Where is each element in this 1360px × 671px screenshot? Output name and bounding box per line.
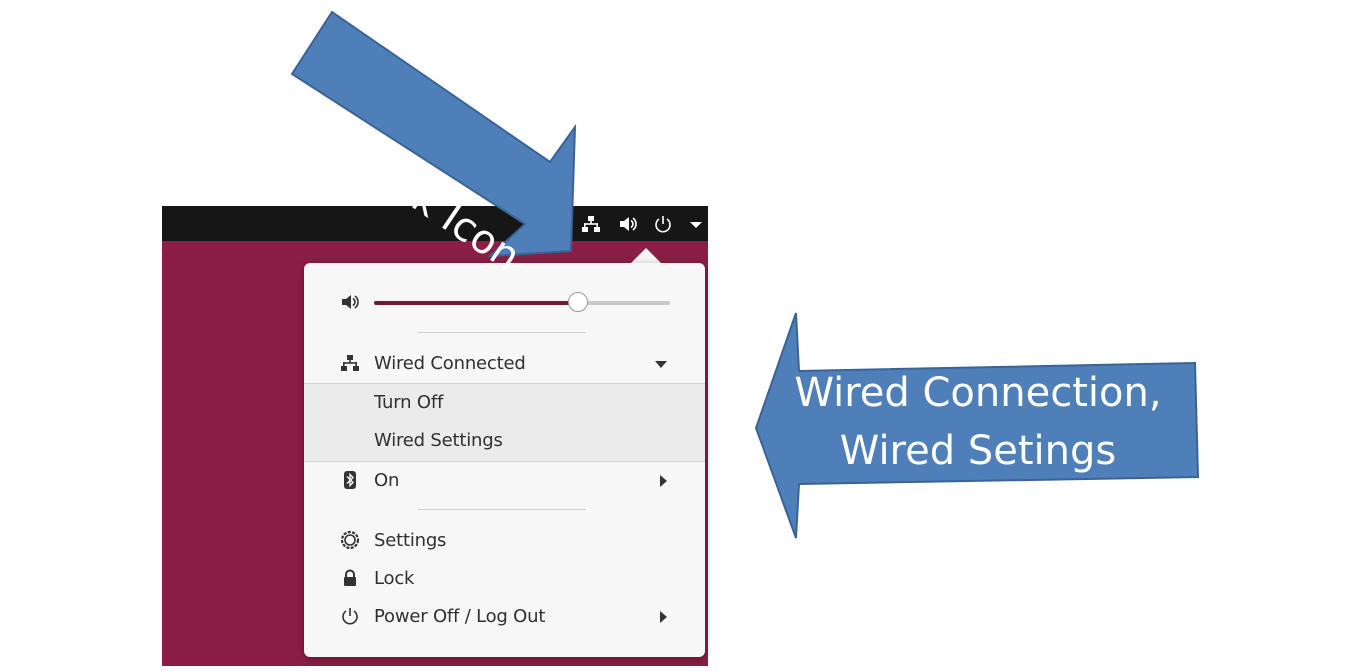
wired-connected-label: Wired Connected [374,353,526,374]
network-wired-icon[interactable] [581,214,601,234]
bluetooth-row[interactable]: On [304,461,705,499]
menu-notch [630,248,662,264]
chevron-right-icon [660,475,667,487]
power-icon[interactable] [653,214,673,234]
volume-slider-knob[interactable] [568,292,588,312]
bluetooth-icon [340,470,360,490]
wired-connected-row[interactable]: Wired Connected [304,344,705,382]
settings-icon [340,530,360,550]
chevron-right-icon [660,611,667,623]
chevron-down-icon[interactable] [686,214,706,234]
wired-settings-label: Wired Settings [374,430,503,451]
network-wired-icon [340,353,360,373]
speaker-icon[interactable] [618,214,638,234]
chevron-down-icon [655,361,667,368]
wired-callout-line2: Wired Setings [839,428,1117,474]
wired-settings-item[interactable]: Wired Settings [304,421,705,459]
separator [418,509,586,510]
system-menu: Wired Connected Turn Off Wired Settings … [304,263,705,657]
bluetooth-label: On [374,470,400,491]
lock-label: Lock [374,568,415,589]
power-icon [340,606,360,626]
wired-callout-line1: Wired Connection, [794,370,1162,416]
turn-off-label: Turn Off [374,392,444,413]
power-off-label: Power Off / Log Out [374,606,546,627]
settings-item[interactable]: Settings [304,521,705,559]
wired-submenu [304,383,705,462]
volume-row [304,283,705,321]
turn-off-item[interactable]: Turn Off [304,383,705,421]
volume-slider[interactable] [374,292,670,312]
wired-callout-arrow [754,312,1200,539]
volume-slider-fill [374,301,578,305]
top-panel [162,206,708,241]
lock-icon [340,568,360,588]
speaker-icon [340,292,360,312]
lock-item[interactable]: Lock [304,559,705,597]
separator [418,332,586,333]
power-off-item[interactable]: Power Off / Log Out [304,597,705,635]
network-callout-arrow [290,10,577,258]
settings-label: Settings [374,530,447,551]
